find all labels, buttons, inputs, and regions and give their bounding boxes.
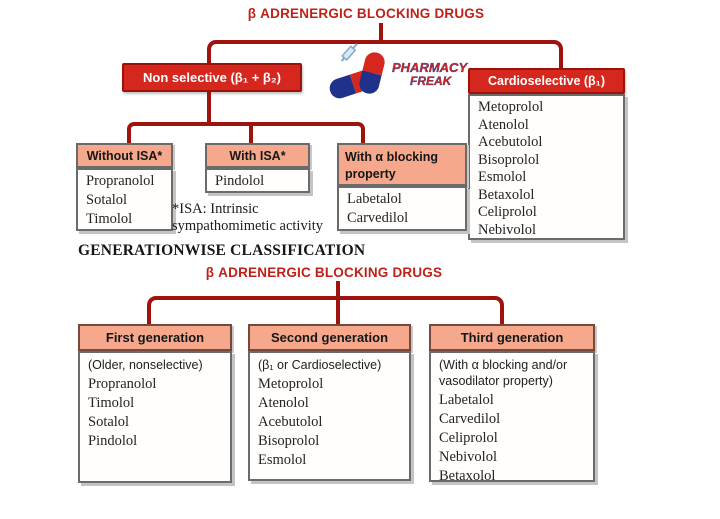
- drug-name: Carvedilol: [347, 210, 409, 226]
- section-heading: GENERATIONWISE CLASSIFICATION: [78, 242, 366, 259]
- connector-title-stem: [379, 23, 383, 40]
- second-generation-subtitle: (β₁ or Cardioselective): [258, 358, 382, 372]
- isa-footnote: *ISA: Intrinsic sympathomimetic activity: [172, 201, 324, 234]
- pill-capsule-vertical-icon: [357, 50, 387, 96]
- cardioselective-label: Cardioselective (β₁): [487, 74, 605, 88]
- drug-name: Celiprolol: [439, 430, 498, 446]
- drug-name: Acebutolol: [478, 134, 543, 150]
- drug-name: Nebivolol: [478, 221, 536, 238]
- drug-name: Pindolol: [215, 173, 265, 189]
- drug-name: Nebivolol: [439, 449, 497, 465]
- logo-text-line2: FREAK: [410, 74, 453, 88]
- drug-name: Atenolol: [258, 395, 309, 411]
- drug-name: Timolol: [86, 211, 133, 227]
- non-selective-label: Non selective (β₁ + β₂): [143, 70, 281, 85]
- pharmacy-freak-logo: PHARMACY FREAK: [327, 43, 469, 101]
- syringe-icon: [340, 43, 358, 62]
- drug-name: Sotalol: [88, 414, 130, 430]
- drug-name: Propranolol: [88, 376, 157, 392]
- drug-name: Carvedilol: [439, 411, 501, 427]
- alpha-blocking-label: With α blocking property: [345, 150, 438, 181]
- connector-nonselective-middle-stem: [249, 122, 253, 145]
- connector-generation-title-stem: [336, 281, 340, 296]
- first-generation-label: First generation: [105, 330, 205, 345]
- drug-name: Labetalol: [439, 392, 494, 408]
- connector-nonselective-stem: [207, 92, 211, 122]
- with-isa-drug-list: Pindolol: [205, 168, 310, 193]
- without-isa-header: Without ISA*: [76, 143, 173, 168]
- drug-name: Timolol: [88, 395, 135, 411]
- generation-diagram-title: β ADRENERGIC BLOCKING DRUGS: [205, 265, 443, 280]
- drug-name: Sotalol: [86, 192, 128, 208]
- third-generation-header: Third generation: [429, 324, 595, 351]
- drug-name: Labetalol: [347, 191, 402, 207]
- drug-name: Betaxolol: [478, 186, 535, 203]
- drug-name: Bisoprolol: [478, 151, 540, 168]
- connector-generation-branches: [147, 296, 504, 326]
- drug-name: Betaxolol: [439, 468, 496, 484]
- third-generation-label: Third generation: [460, 330, 564, 345]
- first-generation-header: First generation: [78, 324, 232, 351]
- logo-text-line1: PHARMACY: [392, 60, 468, 75]
- drug-name: Propranolol: [86, 173, 155, 189]
- drug-name: Esmolol: [258, 452, 307, 468]
- third-generation-list: (With α blocking and/or vasodilator prop…: [429, 351, 595, 484]
- without-isa-label: Without ISA*: [86, 148, 163, 163]
- non-selective-box: Non selective (β₁ + β₂): [122, 63, 302, 92]
- alpha-blocking-header: With α blocking property: [337, 143, 467, 186]
- drug-name: Bisoprolol: [258, 433, 320, 449]
- cardioselective-box: Cardioselective (β₁): [468, 68, 625, 94]
- second-generation-header: Second generation: [248, 324, 411, 351]
- with-isa-label: With ISA*: [229, 148, 286, 163]
- drug-name: Pindolol: [88, 433, 138, 449]
- drug-name: Celiprolol: [478, 204, 537, 220]
- connector-top-branches: [207, 40, 563, 68]
- drug-name: Metoprolol: [258, 376, 324, 392]
- drug-name: Acebutolol: [258, 414, 323, 430]
- connector-generation-middle-stem: [336, 296, 340, 326]
- first-generation-subtitle: (Older, nonselective): [88, 358, 203, 372]
- drug-name: Atenolol: [478, 116, 529, 133]
- third-generation-subtitle: (With α blocking and/or vasodilator prop…: [439, 358, 568, 388]
- second-generation-label: Second generation: [270, 330, 389, 345]
- drug-name: Esmolol: [478, 169, 527, 185]
- connector-nonselective-branches: [127, 122, 365, 145]
- with-isa-header: With ISA*: [205, 143, 310, 168]
- top-diagram-title: β ADRENERGIC BLOCKING DRUGS: [247, 6, 485, 21]
- drug-name: Metoprolol: [478, 99, 544, 115]
